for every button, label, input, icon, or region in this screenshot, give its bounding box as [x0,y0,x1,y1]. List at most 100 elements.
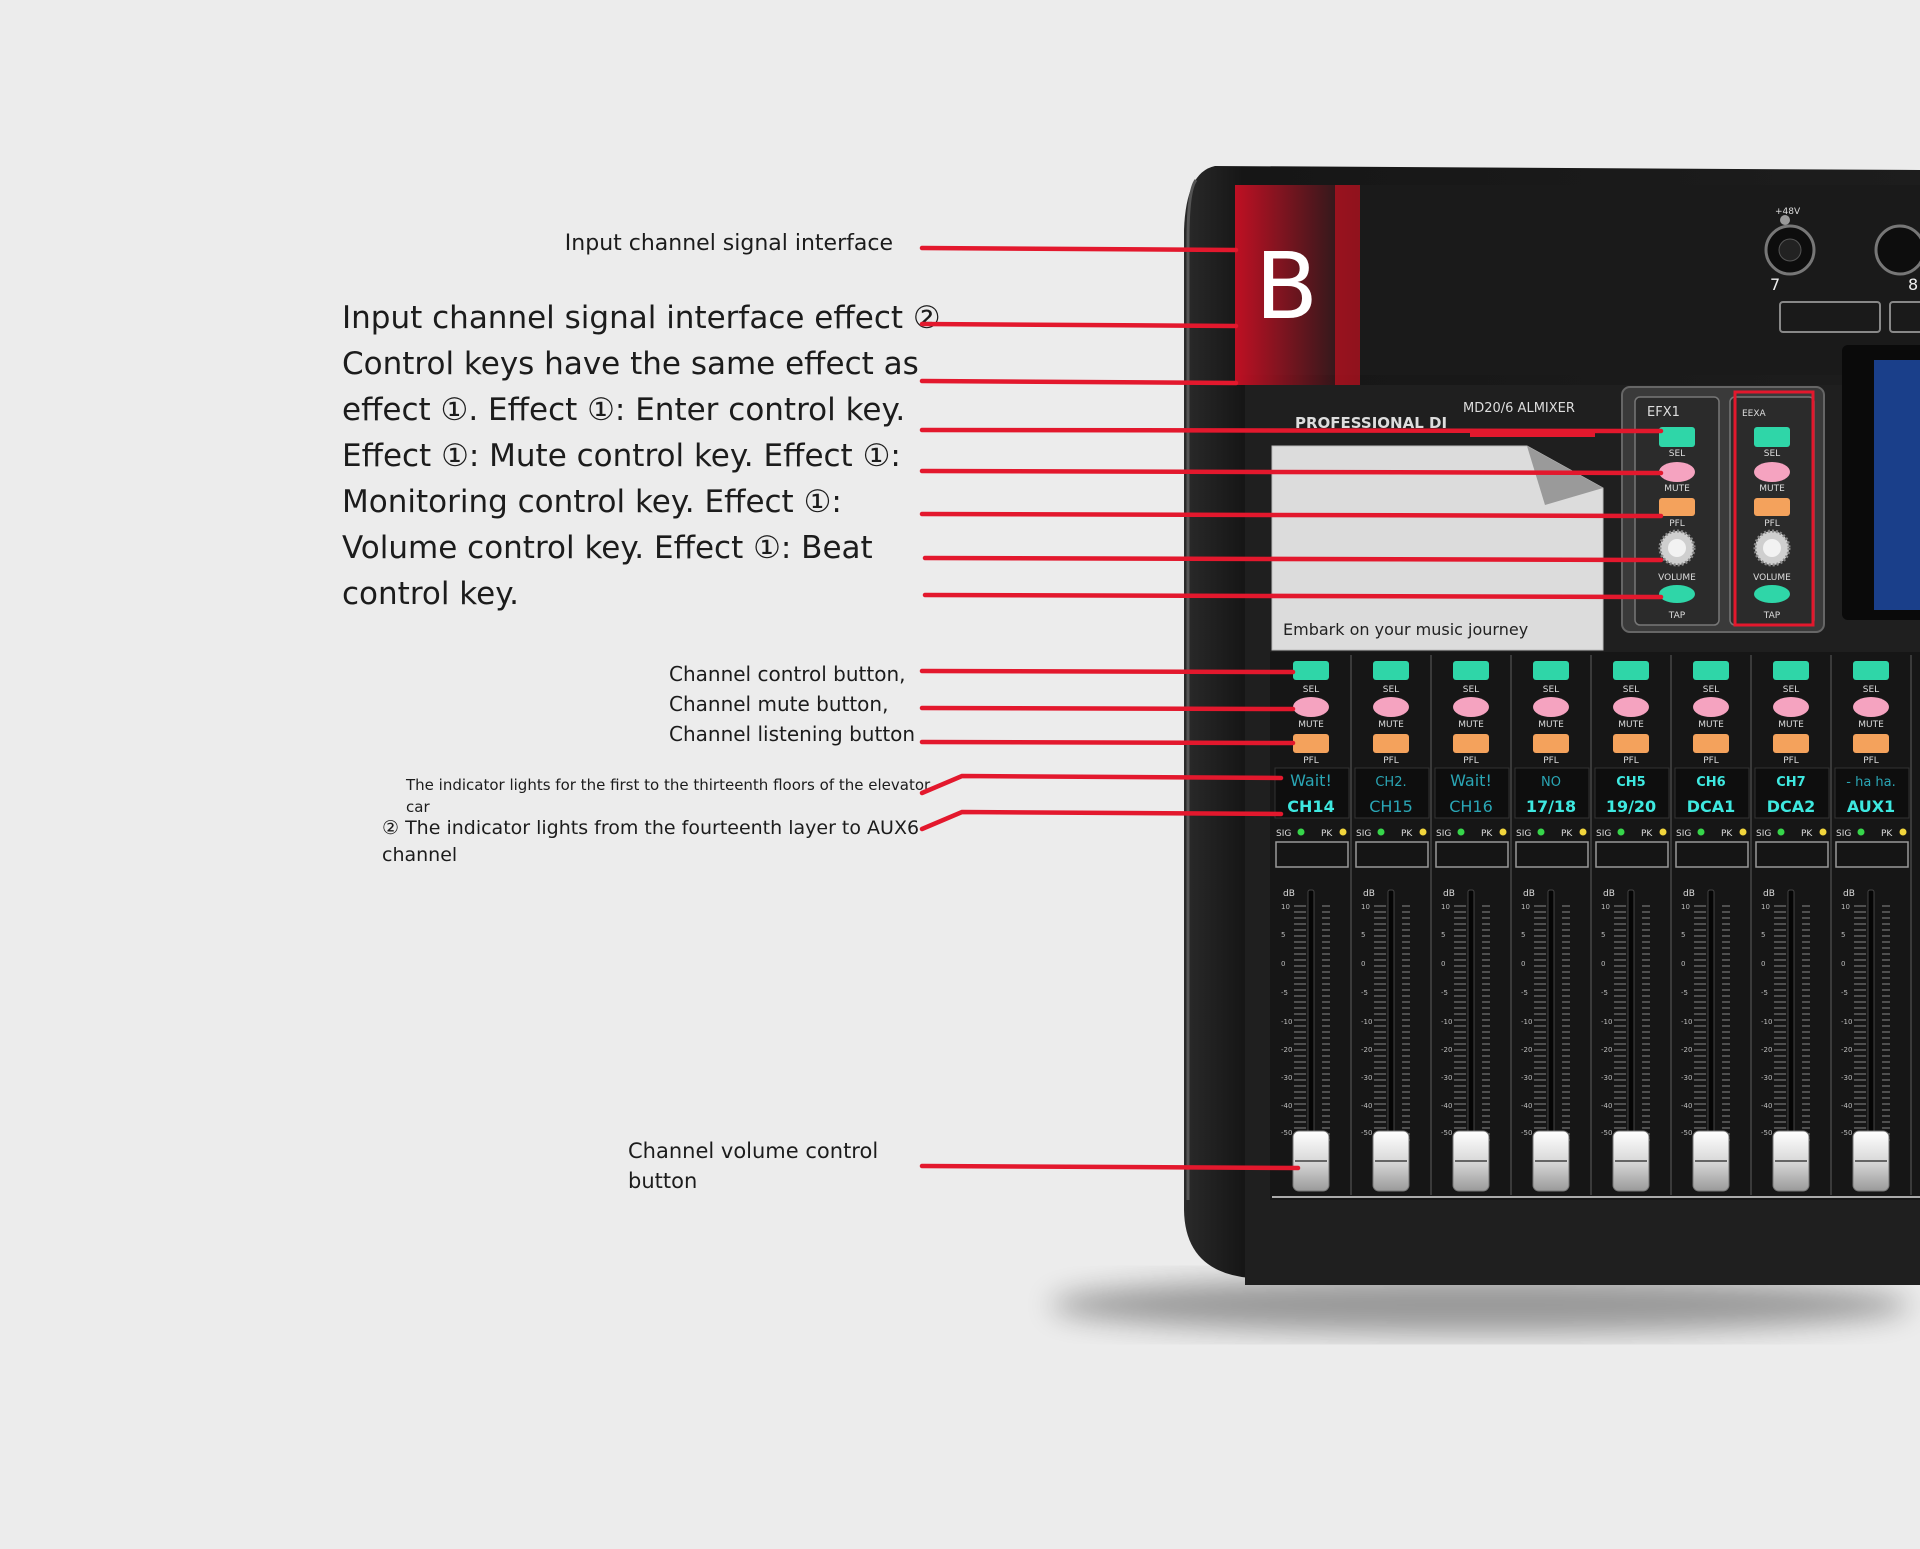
mute-button [1613,697,1649,717]
mute-button [1373,697,1409,717]
pk-led-icon [1419,828,1427,836]
button-label: SEL [1303,685,1319,695]
leader-line [919,1163,1301,1171]
scale-label: -20 [1361,1046,1372,1054]
sel-button [1293,661,1329,680]
pfl-button [1293,734,1329,753]
scribble-strip [1435,841,1509,868]
scale-label: 10 [1681,903,1690,911]
channel-lcd [1434,767,1510,819]
sig-label: SIG [1676,829,1691,839]
label-channel-volume: Channel volume control button [628,1136,878,1196]
lcd-bottom-text: 17/18 [1526,797,1576,816]
scale-label: -20 [1521,1046,1532,1054]
scale-label: -40 [1441,1102,1452,1110]
scale-label: -30 [1841,1074,1852,1082]
scribble-strip [1675,841,1749,868]
lcd-bottom-text: 19/20 [1606,797,1656,816]
scale-label: -20 [1601,1046,1612,1054]
leader-line [919,809,1284,832]
db-label: dB [1683,889,1695,899]
label-effect-keys: Input channel signal interface effect ② … [342,295,941,617]
channel-lcd [1834,767,1910,819]
db-label: dB [1843,889,1855,899]
scale-label: 0 [1361,960,1365,968]
label-line: effect ①. Effect ①: Enter control key. [342,392,906,428]
label-line: Monitoring control key. Effect ①: [342,484,842,520]
efx-button-label: TAP [1668,611,1686,621]
scale-label: -10 [1841,1018,1852,1026]
pfl-button [1613,734,1649,753]
efx-button-label: SEL [1764,449,1780,459]
scale-label: -30 [1441,1074,1452,1082]
leader-line [919,468,1664,476]
xlr-jack [1874,224,1920,276]
model-underline [1470,430,1595,437]
scale-label: -50 [1681,1129,1692,1137]
scale-label: -30 [1681,1074,1692,1082]
efx-sel-button [1754,427,1790,447]
mute-button [1693,697,1729,717]
fader-track [1707,889,1715,1141]
sel-button [1773,661,1809,680]
efx-mute-button [1659,462,1695,482]
effects-panel-name: EEXA [1742,409,1767,419]
scale-label: -10 [1441,1018,1452,1026]
scale-label: -5 [1281,989,1288,997]
efx-button-label: SEL [1669,449,1685,459]
db-label: dB [1283,889,1295,899]
sel-button [1853,661,1889,680]
fader-track [1867,889,1875,1141]
scale-label: -10 [1761,1018,1772,1026]
brand-letter: B [1255,233,1318,340]
lcd-top-text: Wait! [1290,771,1332,790]
scale-label: 5 [1521,931,1525,939]
scale-label: 10 [1521,903,1530,911]
effects-panel-name: EFX1 [1647,405,1680,420]
leader-line [919,427,1664,434]
channel-lcd [1754,767,1830,819]
tagline: Embark on your music journey [1283,620,1528,639]
sig-label: SIG [1276,829,1291,839]
sig-led-icon [1697,828,1705,836]
button-label: SEL [1463,685,1479,695]
scale-label: -50 [1441,1129,1452,1137]
sig-led-icon [1457,828,1465,836]
pk-label: PK [1801,829,1813,839]
button-label: SEL [1783,685,1799,695]
db-label: dB [1443,889,1455,899]
scale-label: -40 [1521,1102,1532,1110]
efx-sel-button [1659,427,1695,447]
mute-button [1773,697,1809,717]
scale-label: -40 [1681,1102,1692,1110]
efx-highlight-box [1733,390,1815,627]
scale-label: 10 [1841,903,1850,911]
scale-label: -20 [1841,1046,1852,1054]
sig-label: SIG [1516,829,1531,839]
pfl-button [1533,734,1569,753]
scale-label: -10 [1361,1018,1372,1026]
scribble-strip [1595,841,1669,868]
label-line: Input channel signal interface effect ② [342,300,941,336]
scale-label: -5 [1681,989,1688,997]
scale-label: -40 [1281,1102,1292,1110]
label-line: Channel control button, [669,662,906,686]
display-screen [1874,360,1920,610]
label-indicator-lights-1: The indicator lights for the first to th… [406,774,930,818]
scale-label: -5 [1361,989,1368,997]
sig-led-icon [1857,828,1865,836]
lcd-bottom-text: CH16 [1449,797,1493,816]
leader-line [919,511,1664,519]
lcd-top-text: Wait! [1450,771,1492,790]
sel-button [1533,661,1569,680]
lcd-bottom-text: DCA2 [1767,797,1816,816]
pk-label: PK [1481,829,1493,839]
button-label: MUTE [1698,720,1724,730]
scale-label: -20 [1681,1046,1692,1054]
db-label: dB [1363,889,1375,899]
lcd-bottom-text: AUX1 [1847,797,1895,816]
scale-label: 10 [1601,903,1610,911]
scale-label: -10 [1281,1018,1292,1026]
